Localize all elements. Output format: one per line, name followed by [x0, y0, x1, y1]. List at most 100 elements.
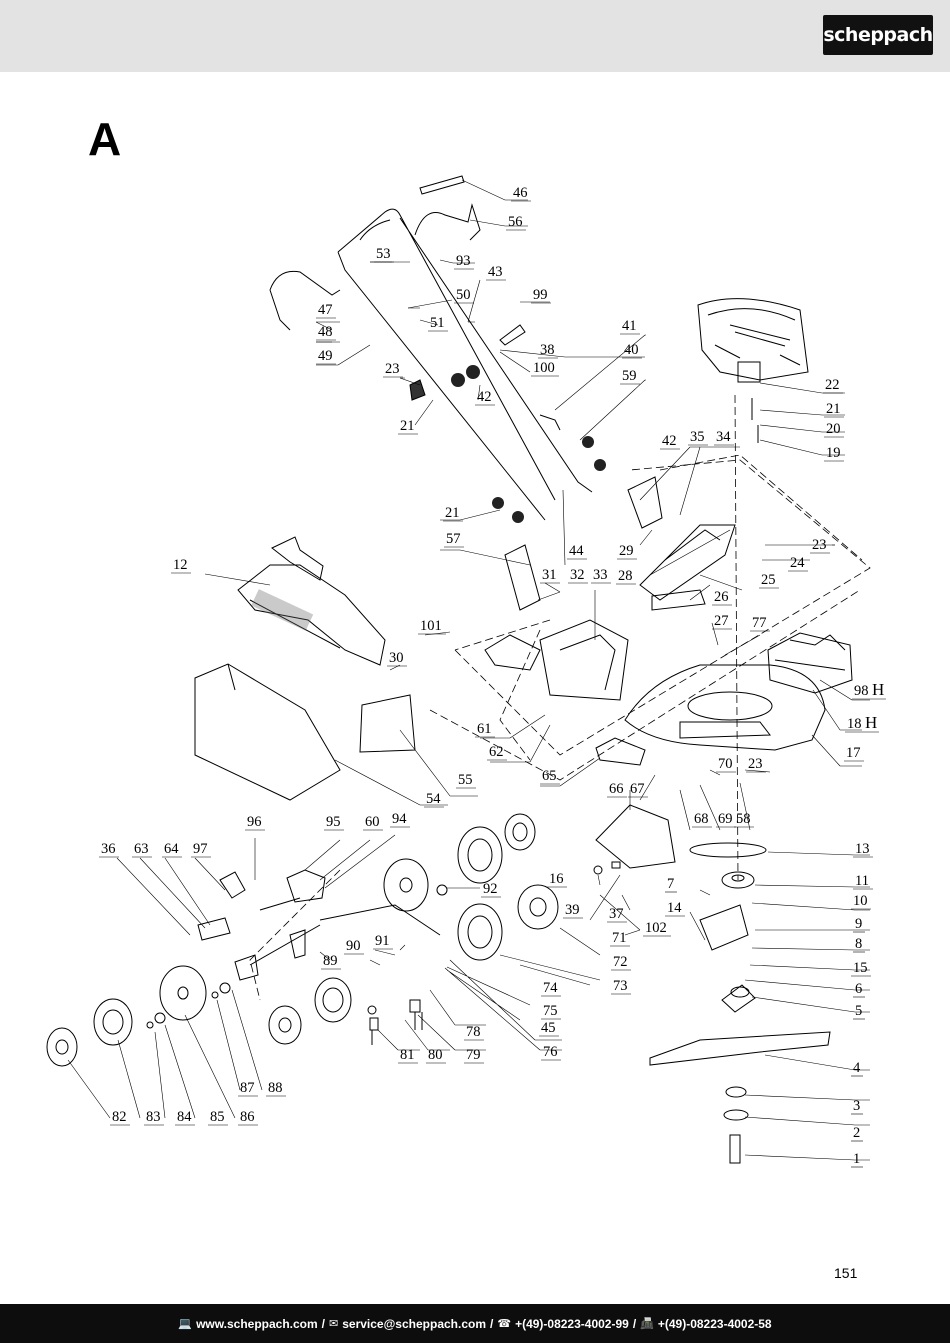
part-label-64: 64 [164, 841, 179, 857]
footer-website-link[interactable]: www.scheppach.com [196, 1316, 318, 1331]
part-label-71: 71 [612, 930, 627, 946]
part-label-58: 58 [736, 811, 751, 827]
part-label-28: 28 [618, 568, 633, 584]
footer-fax: +(49)-08223-4002-58 [657, 1316, 772, 1331]
part-label-23: 23 [748, 756, 763, 772]
part-label-23: 23 [385, 361, 400, 377]
part-label-50: 50 [456, 287, 471, 303]
part-label-33: 33 [593, 567, 608, 583]
part-label-54: 54 [426, 791, 441, 807]
part-label-51: 51 [430, 315, 445, 331]
page-number: 151 [834, 1265, 858, 1281]
part-label-67: 67 [630, 781, 645, 797]
handle-knobs [451, 365, 606, 523]
footer-phone: +(49)-08223-4002-99 [515, 1316, 629, 1331]
part-label-49: 49 [318, 348, 333, 364]
part-label-75: 75 [543, 1003, 558, 1019]
grass-box-frame [237, 536, 386, 666]
part-label-43: 43 [488, 264, 503, 280]
part-label-84: 84 [177, 1109, 192, 1125]
part-label-95: 95 [326, 814, 341, 830]
part-label-78: 78 [466, 1024, 481, 1040]
scheppach-logo: scheppach [823, 15, 933, 55]
computer-icon: 💻 [178, 1318, 193, 1330]
part-label-34: 34 [716, 429, 731, 445]
part-label-48: 48 [318, 324, 333, 340]
part-label-101: 101 [420, 618, 442, 634]
part-label-39: 39 [565, 902, 580, 918]
part-label-99: 99 [533, 287, 548, 303]
part-label-87: 87 [240, 1080, 255, 1096]
mulch-plug [595, 804, 676, 869]
part-label-80: 80 [428, 1047, 443, 1063]
part-label-21: 21 [445, 505, 460, 521]
part-label-42: 42 [662, 433, 677, 449]
part-label-94: 94 [392, 811, 407, 827]
part-label-86: 86 [240, 1109, 255, 1125]
part-label-72: 72 [613, 954, 628, 970]
footer-email-link[interactable]: service@scheppach.com [342, 1316, 487, 1331]
part-label-69: 69 [718, 811, 733, 827]
part-label-32: 32 [570, 567, 585, 583]
part-label-102: 102 [645, 920, 667, 936]
part-label-55: 55 [458, 772, 473, 788]
part-label-77: 77 [752, 615, 767, 631]
footer-separator: / [632, 1316, 637, 1331]
part-label-63: 63 [134, 841, 149, 857]
part-label-24: 24 [790, 555, 805, 571]
part-label-66: 66 [609, 781, 624, 797]
part-label-44: 44 [569, 543, 584, 559]
part-label-6: 6 [855, 981, 862, 997]
part-label-30: 30 [389, 650, 404, 666]
mower-deck [624, 664, 826, 751]
part-label-12: 12 [173, 557, 188, 573]
part-label-14: 14 [667, 900, 682, 916]
part-label-92: 92 [483, 881, 498, 897]
gearbox [197, 869, 441, 981]
part-label-73: 73 [613, 978, 628, 994]
part-label-15: 15 [853, 960, 868, 976]
part-label-1: 1 [853, 1151, 860, 1167]
part-label-3: 3 [853, 1098, 860, 1114]
part-label-19: 19 [826, 445, 841, 461]
part-label-57: 57 [446, 531, 461, 547]
part-label-37: 37 [609, 906, 624, 922]
side-brackets [484, 476, 663, 701]
part-label-42: 42 [477, 389, 492, 405]
part-label-97: 97 [193, 841, 208, 857]
header-bar [0, 0, 950, 72]
part-label-81: 81 [400, 1047, 415, 1063]
leader-lines [67, 179, 870, 1161]
part-label-46: 46 [513, 185, 528, 201]
footer-separator: / [490, 1316, 494, 1331]
part-label-23: 23 [812, 537, 827, 553]
part-label-53: 53 [376, 246, 391, 262]
part-label-56: 56 [508, 214, 523, 230]
part-label-22: 22 [825, 377, 840, 393]
footer-separator: / [321, 1316, 326, 1331]
part-label-60: 60 [365, 814, 380, 830]
part-label-5: 5 [855, 1003, 862, 1019]
part-label-21: 21 [826, 401, 841, 417]
part-label-17: 17 [846, 745, 861, 761]
rear-guard [639, 524, 736, 611]
small-hardware [146, 861, 621, 1045]
grass-bag [194, 663, 341, 801]
part-label-20: 20 [826, 421, 841, 437]
part-label-16: 16 [549, 871, 564, 887]
part-label-29: 29 [619, 543, 634, 559]
section-letter: A [88, 113, 122, 165]
part-label-21: 21 [400, 418, 415, 434]
part-label-27: 27 [714, 613, 729, 629]
part-label-40: 40 [624, 342, 639, 358]
part-label-68: 68 [694, 811, 709, 827]
footer-bar: 💻 www.scheppach.com / ✉ service@scheppac… [0, 1304, 950, 1343]
part-label-9: 9 [855, 916, 862, 932]
blade-assembly [649, 842, 831, 1164]
part-label-11: 11 [855, 873, 869, 889]
part-label-98: 98 [854, 683, 869, 699]
part-label-45: 45 [541, 1020, 556, 1036]
part-label-38: 38 [540, 342, 555, 358]
part-label-100: 100 [533, 360, 555, 376]
